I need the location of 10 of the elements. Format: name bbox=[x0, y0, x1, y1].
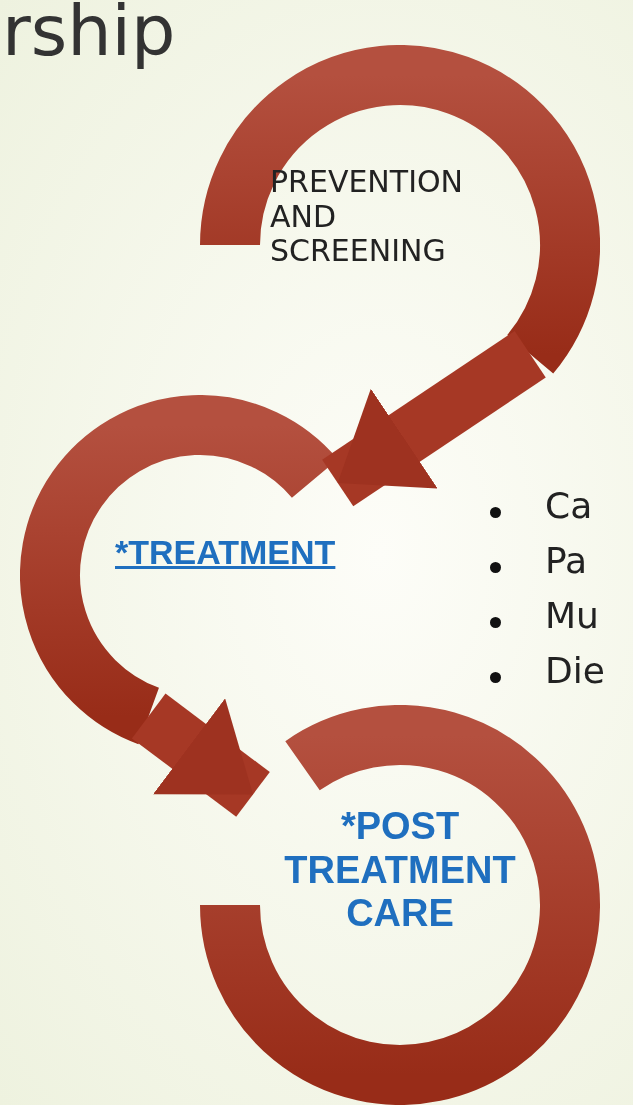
bullet-text: Pa bbox=[545, 540, 588, 581]
step-link: *TREATMENT bbox=[115, 533, 337, 573]
bullet-text: Mu bbox=[545, 595, 599, 636]
bullet-text: Die bbox=[545, 650, 605, 691]
step-label: *POST TREATMENT CARE bbox=[283, 805, 517, 937]
arrow bbox=[322, 331, 546, 507]
arrow bbox=[131, 693, 270, 817]
step-label: PREVENTION AND SCREENING bbox=[270, 165, 465, 269]
slide-title: rship bbox=[2, 0, 176, 72]
bullet-text: Ca bbox=[545, 485, 593, 526]
